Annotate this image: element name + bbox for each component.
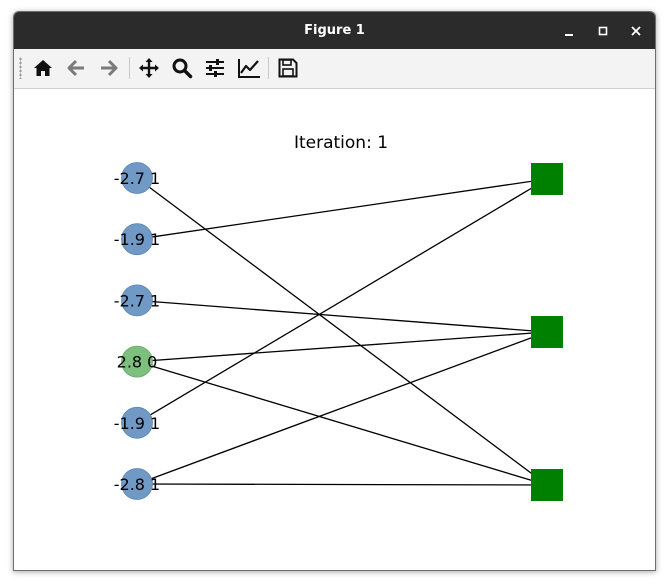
right-square-node — [531, 469, 563, 501]
graph-edge — [136, 178, 548, 240]
close-button[interactable] — [624, 19, 648, 43]
toolbar-separator — [129, 57, 130, 79]
graph-edge — [136, 483, 548, 486]
edges-layer — [136, 177, 548, 486]
home-icon — [34, 60, 52, 76]
title-bar[interactable]: Figure 1 — [14, 12, 655, 49]
node-label: 2.8 0 — [117, 353, 158, 372]
save-button[interactable] — [274, 54, 302, 82]
home-button[interactable] — [29, 54, 57, 82]
node-label: -2.7 1 — [114, 291, 160, 310]
back-button[interactable] — [62, 54, 90, 82]
right-square-node — [531, 163, 563, 195]
left-circle-node — [121, 162, 153, 194]
left-circle-node — [121, 345, 153, 378]
nodes-layer: -2.7 1 -1.9 1 -2.7 1 2.8 0 -1.9 1 -2.8 1 — [114, 162, 563, 501]
navigation-toolbar — [14, 49, 655, 89]
plot-area: Iteration: 1 -2.7 1 -1.9 1 -2.7 1 2.8 0 -1.9… — [114, 133, 563, 501]
arrow-right-icon — [101, 59, 118, 77]
graph-edge — [136, 177, 548, 486]
graph-edge — [136, 331, 548, 363]
zoom-button[interactable] — [168, 54, 196, 82]
line-chart-icon — [238, 59, 260, 78]
left-circle-node — [121, 223, 153, 256]
arrow-left-icon — [67, 59, 84, 77]
toolbar-grip[interactable] — [19, 57, 22, 79]
window-title: Figure 1 — [304, 23, 365, 38]
sliders-icon — [206, 59, 224, 77]
magnifier-icon — [172, 58, 193, 79]
toolbar-separator — [268, 57, 269, 79]
node-label: -1.9 1 — [114, 230, 160, 249]
minimize-icon — [565, 34, 573, 36]
plot-title: Iteration: 1 — [294, 133, 388, 153]
minimize-button[interactable] — [557, 19, 581, 43]
graph-edge — [136, 360, 548, 486]
forward-button[interactable] — [95, 54, 123, 82]
maximize-button[interactable] — [591, 19, 615, 43]
configure-subplots-button[interactable] — [201, 54, 229, 82]
edit-axis-button[interactable] — [234, 54, 262, 82]
node-label: -2.7 1 — [114, 169, 160, 188]
maximize-icon — [598, 26, 608, 36]
left-circle-node — [121, 468, 153, 500]
node-label: -1.9 1 — [114, 414, 160, 433]
close-icon — [631, 26, 641, 36]
graph-edge — [136, 178, 548, 424]
left-circle-node — [121, 284, 153, 317]
right-square-node — [531, 316, 563, 348]
figure-canvas[interactable]: Iteration: 1 -2.7 1 -1.9 1 -2.7 1 2.8 0 -1.9… — [14, 89, 655, 570]
graph-edge — [136, 331, 548, 485]
floppy-disk-icon — [278, 58, 298, 78]
left-circle-node — [121, 406, 153, 439]
move-icon — [139, 58, 159, 78]
figure-window: Figure 1 — [13, 11, 656, 571]
graph-edge — [136, 299, 548, 333]
pan-button[interactable] — [135, 54, 163, 82]
node-label: -2.8 1 — [114, 475, 160, 494]
